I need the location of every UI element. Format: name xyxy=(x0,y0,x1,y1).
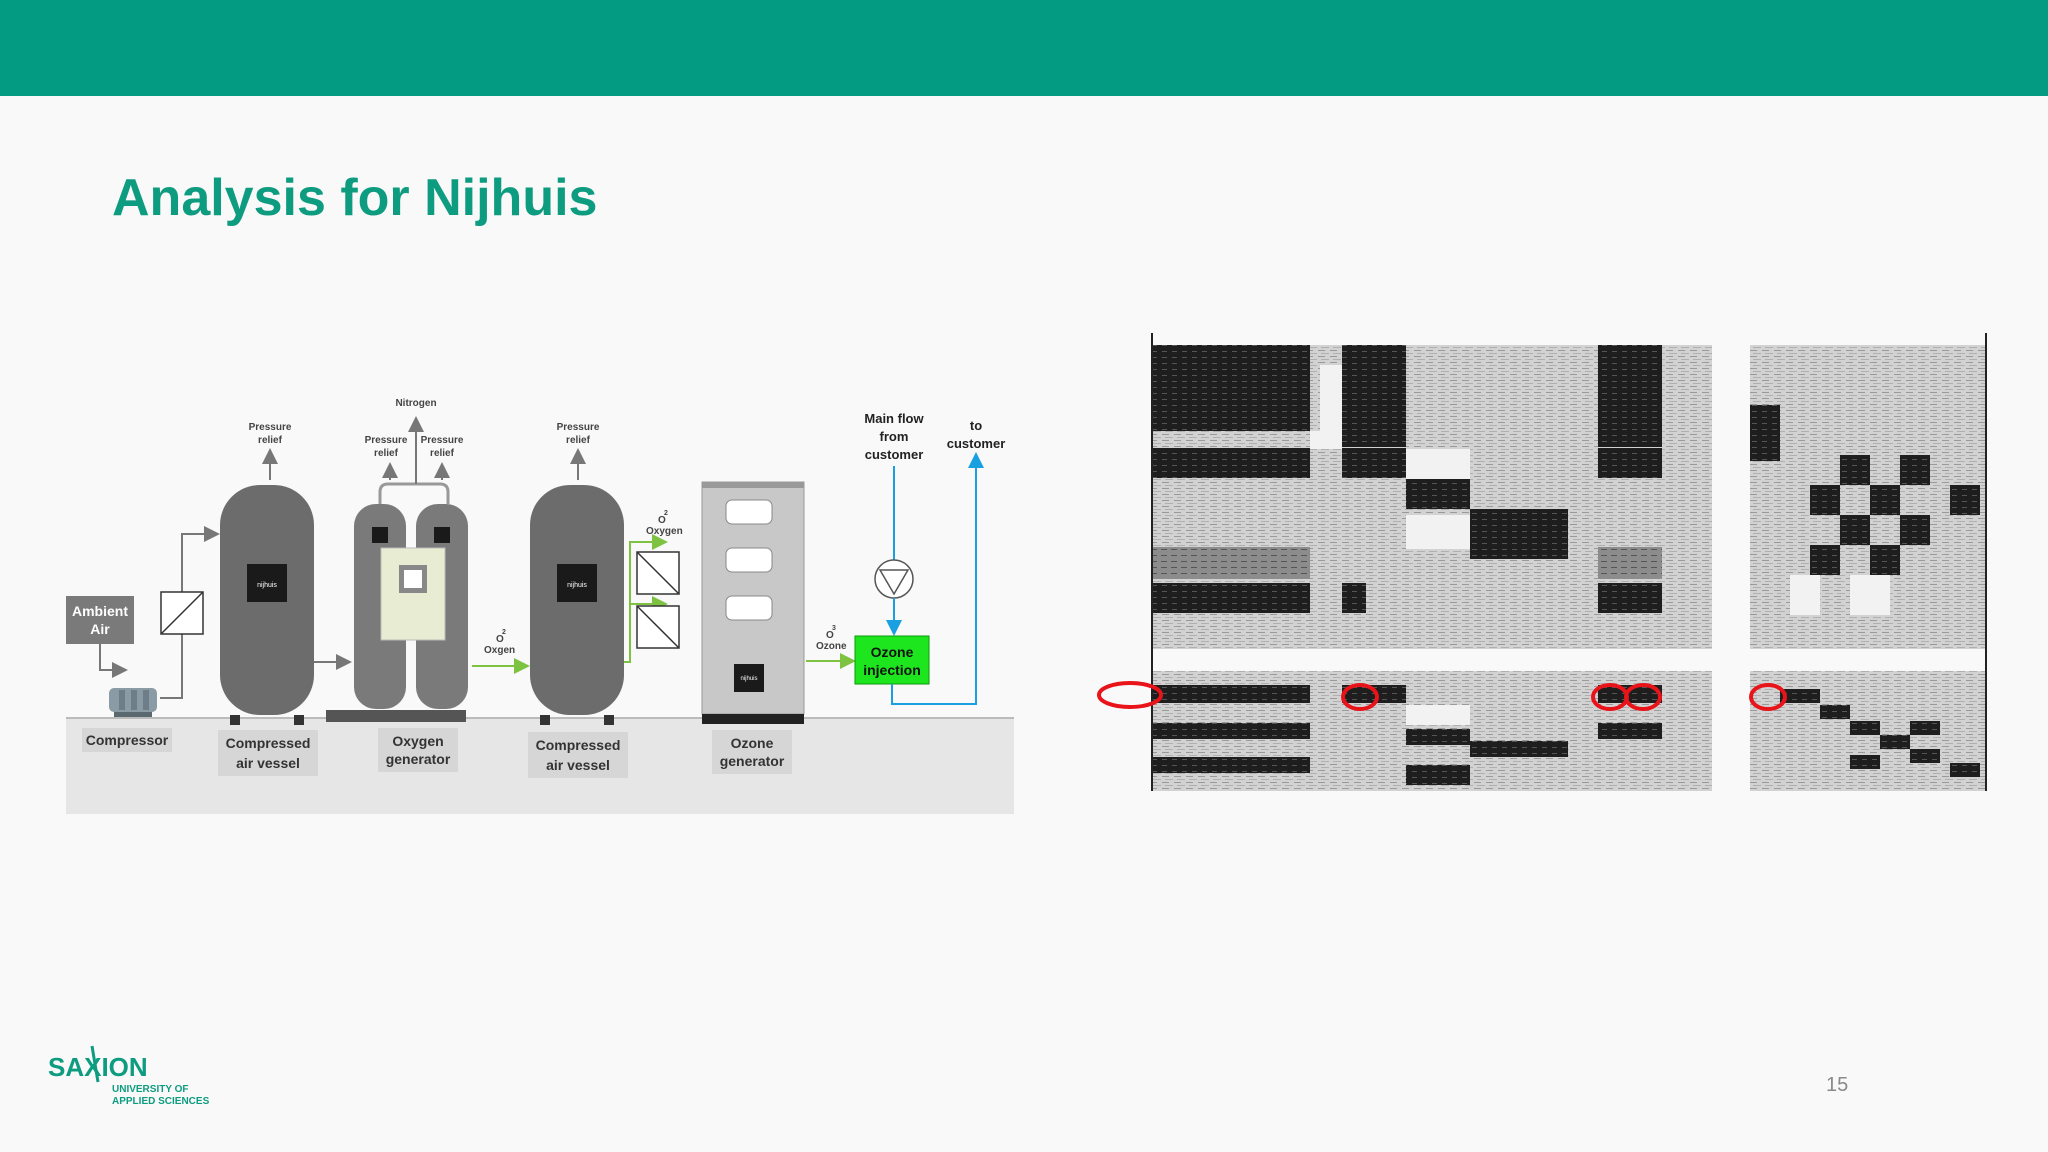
svg-text:customer: customer xyxy=(865,447,924,462)
svg-text:Oxygen: Oxygen xyxy=(392,733,443,749)
caption-ozone-generator xyxy=(712,730,792,774)
main-flow-label: Main flow xyxy=(864,411,924,426)
marker-ellipse-1 xyxy=(1097,681,1163,709)
svg-text:relief: relief xyxy=(258,435,283,446)
svg-text:injection: injection xyxy=(863,662,921,678)
svg-text:nijhuis: nijhuis xyxy=(257,582,277,589)
svg-text:Ozone: Ozone xyxy=(731,735,774,751)
header-bar xyxy=(0,0,2048,96)
to-customer-label: to xyxy=(970,418,982,433)
svg-text:Compressor: Compressor xyxy=(86,732,169,748)
pressure-relief-label-2b: Pressure xyxy=(421,435,464,446)
svg-text:Air: Air xyxy=(90,621,110,637)
svg-text:relief: relief xyxy=(566,435,591,446)
compressed-air-vessel-2: nijhuis xyxy=(530,485,624,725)
nitrogen-label: Nitrogen xyxy=(395,398,436,409)
oxygen-generator xyxy=(326,482,468,722)
svg-text:2: 2 xyxy=(502,629,506,636)
svg-text:customer: customer xyxy=(947,436,1006,451)
svg-text:nijhuis: nijhuis xyxy=(740,676,757,682)
slide-title: Analysis for Nijhuis xyxy=(112,169,598,227)
process-diagram: Ambient Air nijhuis Pressure relief Nitr… xyxy=(66,398,1014,814)
saxion-logo: SAXION UNIVERSITY OF APPLIED SCIENCES xyxy=(48,1045,210,1107)
svg-text:relief: relief xyxy=(374,448,399,459)
svg-text:2: 2 xyxy=(664,510,668,517)
pump-icon xyxy=(874,559,914,599)
marker-ellipse-2 xyxy=(1341,683,1379,711)
svg-text:relief: relief xyxy=(430,448,455,459)
ozone-injection-label: Ozone xyxy=(871,644,914,660)
matrix-upper-left xyxy=(1152,345,1712,649)
ambient-air-label: Ambient xyxy=(72,603,128,619)
matrix-lower-left xyxy=(1152,671,1712,791)
similarity-matrix xyxy=(1097,333,1987,791)
pressure-relief-label-1: Pressure xyxy=(249,422,292,433)
o2-label-2: O xyxy=(658,515,666,526)
svg-text:Compressed: Compressed xyxy=(536,737,621,753)
svg-text:Oxygen: Oxygen xyxy=(646,526,683,537)
pressure-relief-label-2a: Pressure xyxy=(365,435,408,446)
svg-text:Oxgen: Oxgen xyxy=(484,645,515,656)
o3-label: O xyxy=(826,630,834,641)
caption-compressed-air-vessel-1 xyxy=(218,730,318,776)
caption-compressor xyxy=(82,728,172,752)
svg-text:3: 3 xyxy=(832,625,836,632)
caption-compressed-air-vessel-2 xyxy=(528,732,628,778)
matrix-lower-right xyxy=(1750,671,1986,791)
svg-text:from: from xyxy=(880,429,909,444)
page-number: 15 xyxy=(1826,1074,1849,1096)
logo-line1: UNIVERSITY OF xyxy=(112,1084,189,1095)
svg-text:generator: generator xyxy=(720,753,785,769)
svg-text:nijhuis: nijhuis xyxy=(567,582,587,589)
ozone-generator: nijhuis xyxy=(701,481,805,724)
svg-text:Ozone: Ozone xyxy=(816,641,847,652)
svg-text:air vessel: air vessel xyxy=(546,757,610,773)
svg-text:generator: generator xyxy=(386,751,451,767)
ambient-air-box xyxy=(66,596,134,644)
matrix-upper-right xyxy=(1750,345,1986,649)
svg-text:air vessel: air vessel xyxy=(236,755,300,771)
logo-line2: APPLIED SCIENCES xyxy=(112,1096,210,1107)
compressor-icon xyxy=(109,688,157,717)
o2-label-1: O xyxy=(496,634,504,645)
caption-oxygen-generator xyxy=(378,728,458,772)
marker-ellipse-5 xyxy=(1749,683,1787,711)
pressure-relief-label-3: Pressure xyxy=(557,422,600,433)
ozone-injection-box xyxy=(854,635,930,685)
svg-text:Compressed: Compressed xyxy=(226,735,311,751)
marker-ellipse-4 xyxy=(1624,683,1662,711)
compressed-air-vessel-1: nijhuis xyxy=(220,485,314,725)
